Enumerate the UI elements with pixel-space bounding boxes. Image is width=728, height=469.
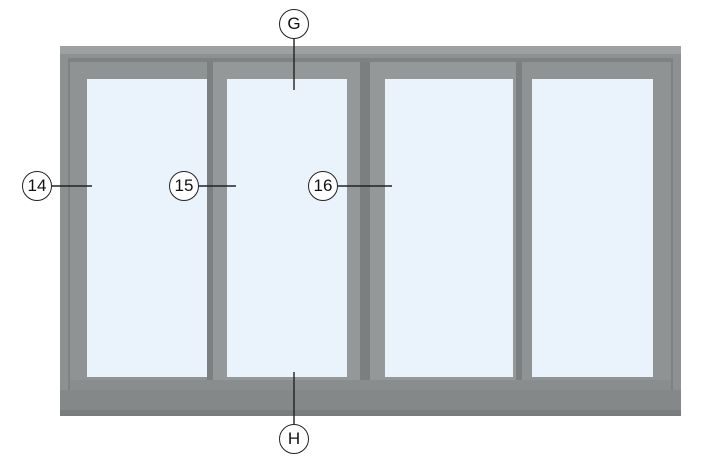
frame-top-highlight: [60, 46, 681, 54]
glass-pane-4: [532, 79, 653, 377]
callout-h: H: [279, 424, 309, 454]
glass-pane-3: [385, 79, 513, 377]
frame-bottom-edge: [60, 410, 681, 416]
callout-g: G: [279, 9, 309, 39]
glass-pane-2: [227, 79, 347, 377]
glass-pane-1: [87, 79, 207, 377]
sash-bottom-rail: [70, 380, 671, 390]
meeting-rail-right: [516, 62, 522, 390]
callout-15: 15: [169, 171, 199, 201]
callout-14: 14: [22, 171, 52, 201]
callout-16: 16: [308, 171, 338, 201]
meeting-rail-left: [207, 62, 213, 390]
meeting-rail-center: [360, 62, 370, 390]
